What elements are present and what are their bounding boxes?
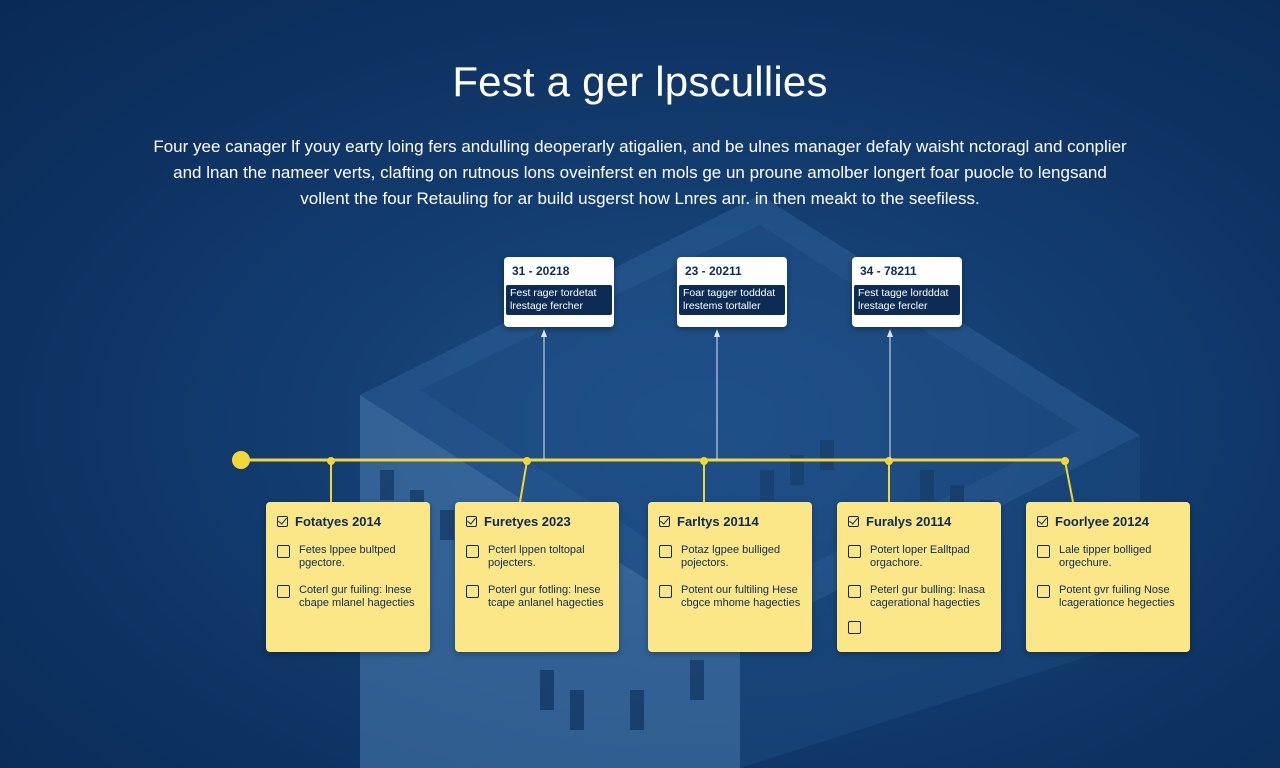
checkbox-icon[interactable] [848,545,861,558]
card-header: Foorlyee 20124 [1037,514,1149,529]
card-item: Potent gvr fuiling Nose lcagerationce he… [1037,584,1179,610]
card-title: Farltys 20114 [677,514,759,529]
checkbox-icon[interactable] [659,545,672,558]
callout-arrow [541,329,547,337]
milestone-callout: 23 - 20211 Foar tagger todddat lrestems … [677,257,787,327]
card-item: Potent our fultiling Hese cbgce mhome ha… [659,584,801,610]
card-item: Potaz lgpee bulliged pojectors. [659,544,801,570]
card-header: Fotatyes 2014 [277,514,381,529]
card-item-text: Potaz lgpee bulliged pojectors. [681,544,781,569]
callout-arrow [714,329,720,337]
checkbox-icon[interactable] [277,545,290,558]
card-item-text: Poterl gur fotling: lnese tcape anlanel … [488,584,604,609]
card-title: Furetyes 2023 [484,514,571,529]
card-item: Pcterl lppen toltopal pojecters. [466,544,608,570]
checkbox-checked-icon[interactable] [466,516,477,527]
checkbox-icon[interactable] [1037,585,1050,598]
card-title: Foorlyee 20124 [1055,514,1149,529]
card-item: Lale tipper bolliged orgechure. [1037,544,1179,570]
card-item-text: Potent gvr fuiling Nose lcagerationce he… [1059,584,1175,609]
milestone-callout: 31 - 20218 Fest rager tordetat lrestage … [504,257,614,327]
card-item: Fetes lppee bultped pgectore. [277,544,419,570]
callout-date: 23 - 20211 [685,264,742,278]
card-connector [519,460,528,503]
checkbox-icon[interactable] [848,585,861,598]
card-item-text: Peterl gur bulling: lnasa cagerational h… [870,584,985,609]
checkbox-checked-icon[interactable] [659,516,670,527]
card-item: Poterl gur fotling: lnese tcape anlanel … [466,584,608,610]
checkbox-icon[interactable] [848,621,861,634]
card-item-text: Fetes lppee bultped pgectore. [299,544,396,569]
card-item: Potert loper Ealltpad orgachore. [848,544,990,570]
card-header: Furetyes 2023 [466,514,571,529]
card-header: Farltys 20114 [659,514,759,529]
card-item-text: Coterl gur fuiling: lnese cbape mlanel h… [299,584,415,609]
checkbox-icon[interactable] [1037,545,1050,558]
timeline-start-node [232,451,250,469]
milestone-card: Furalys 20114 Potert loper Ealltpad orga… [837,502,1001,652]
checkbox-checked-icon[interactable] [277,516,288,527]
milestone-card: Fotatyes 2014 Fetes lppee bultped pgecto… [266,502,430,652]
milestone-card: Farltys 20114 Potaz lgpee bulliged pojec… [648,502,812,652]
card-item: Coterl gur fuiling: lnese cbape mlanel h… [277,584,419,610]
card-connector [1064,460,1074,503]
card-title: Furalys 20114 [866,514,952,529]
callout-text: Fest tagge lordddat lrestage fercler [854,285,960,315]
page-description: Four yee canager lf youy earty loing fer… [153,137,1127,208]
card-title: Fotatyes 2014 [295,514,381,529]
milestone-card: Foorlyee 20124 Lale tipper bolliged orge… [1026,502,1190,652]
checkbox-icon[interactable] [466,585,479,598]
callout-arrow [887,329,893,337]
checkbox-icon[interactable] [659,585,672,598]
checkbox-checked-icon[interactable] [848,516,859,527]
callout-date: 31 - 20218 [512,264,570,278]
card-header: Furalys 20114 [848,514,951,529]
card-item-text: Pcterl lppen toltopal pojecters. [488,544,585,569]
checkbox-icon[interactable] [466,545,479,558]
callout-date: 34 - 78211 [860,264,917,278]
checkbox-checked-icon[interactable] [1037,516,1048,527]
milestone-callout: 34 - 78211 Fest tagge lordddat lrestage … [852,257,962,327]
callout-text: Foar tagger todddat lrestems tortaller [679,285,785,315]
card-item-text: Potert loper Ealltpad orgachore. [870,544,970,569]
card-item: Peterl gur bulling: lnasa cagerational h… [848,584,990,610]
page-title: Fest a ger lpscullies [452,58,828,105]
card-item-text: Potent our fultiling Hese cbgce mhome ha… [681,584,801,609]
checkbox-icon[interactable] [277,585,290,598]
card-item-text: Lale tipper bolliged orgechure. [1059,544,1152,569]
milestone-card: Furetyes 2023 Pcterl lppen toltopal poje… [455,502,619,652]
callout-text: Fest rager tordetat lrestage fercher [506,285,612,315]
